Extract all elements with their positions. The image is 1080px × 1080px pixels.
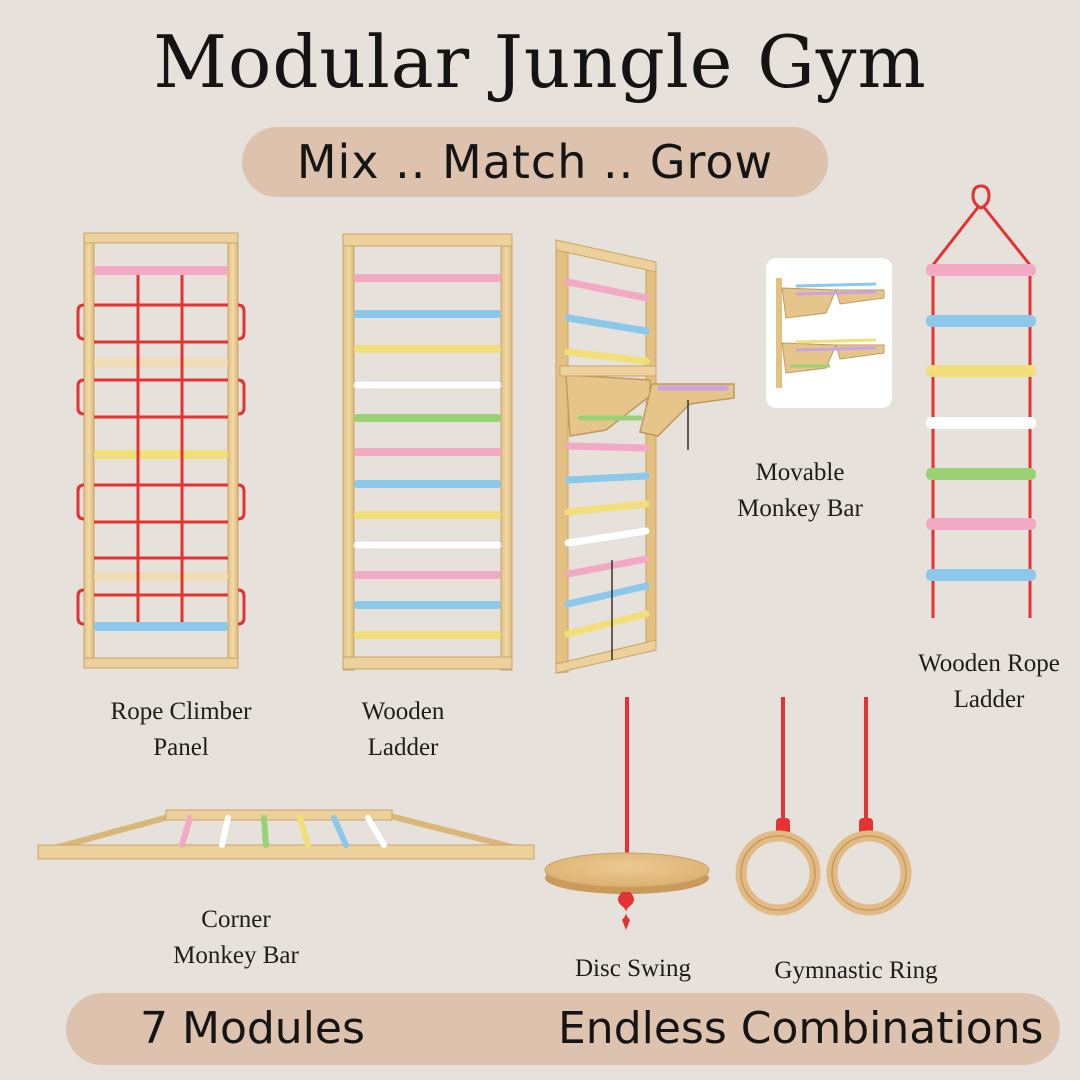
tagline-text: Mix .. Match .. Grow bbox=[296, 135, 774, 189]
wooden-ladder bbox=[342, 233, 513, 671]
label-disc-swing: Disc Swing bbox=[575, 955, 691, 982]
label-gymnastic-ring: Gymnastic Ring bbox=[774, 957, 938, 984]
footer-combinations: Endless Combinations bbox=[558, 1003, 1044, 1054]
footer-modules-count: 7 Modules bbox=[140, 1003, 365, 1054]
label-corner-monkey-bar: Corner Monkey Bar bbox=[173, 906, 299, 969]
ladder-with-monkey-bar bbox=[555, 239, 735, 674]
footer-banner bbox=[66, 993, 1060, 1065]
monkey-bar-thumbnail bbox=[766, 258, 892, 408]
label-wooden-ladder: Wooden Ladder bbox=[361, 698, 445, 761]
corner-monkey-bar bbox=[37, 809, 535, 860]
label-rope-climber-panel: Rope Climber Panel bbox=[110, 698, 252, 761]
wooden-rope-ladder bbox=[926, 184, 1036, 618]
disc-swing bbox=[544, 697, 710, 930]
label-movable-monkey-bar: Movable Monkey Bar bbox=[737, 459, 863, 522]
label-wooden-rope-ladder: Wooden Rope Ladder bbox=[918, 650, 1060, 713]
rope-climber-panel bbox=[76, 232, 246, 669]
gymnastic-rings bbox=[735, 697, 912, 916]
page-title: Modular Jungle Gym bbox=[153, 20, 927, 104]
tagline-banner bbox=[242, 127, 828, 197]
